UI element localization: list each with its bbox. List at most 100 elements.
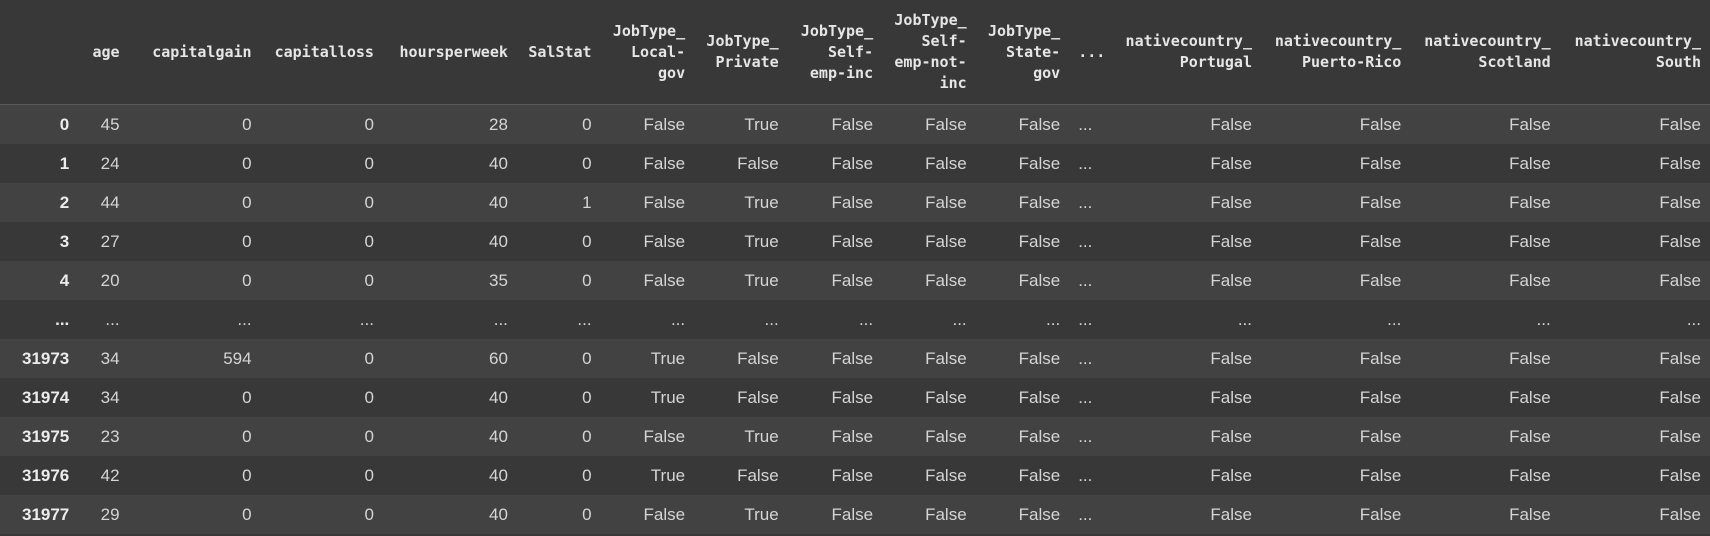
table-cell: 0: [364, 114, 374, 134]
table-cell: False: [831, 270, 874, 290]
column-header-hoursperweek: hoursperweek: [382, 0, 517, 105]
table-cell: False: [1509, 192, 1551, 212]
column-header-nativecountry-south: nativecountry_ South: [1559, 0, 1710, 105]
column-header-nativecountry-portugal: nativecountry_ Portugal: [1114, 0, 1261, 105]
table-cell: False: [1659, 270, 1701, 290]
table-cell: ...: [1686, 309, 1701, 329]
table-cell: False: [1210, 231, 1252, 251]
table-cell: 0: [582, 153, 592, 173]
table-cell: False: [925, 465, 967, 485]
table-cell: False: [643, 270, 686, 290]
column-header-jobtype-state-gov: JobType_ State- gov: [975, 0, 1070, 105]
table-cell: False: [1359, 153, 1402, 173]
index-header: [0, 0, 79, 105]
table-cell: 42: [100, 465, 120, 485]
row-index-cell: 31976: [21, 465, 70, 485]
table-cell: False: [831, 348, 874, 368]
table-cell: False: [737, 153, 779, 173]
table-cell: 1: [582, 192, 592, 212]
table-cell: 0: [582, 270, 592, 290]
table-cell: True: [744, 426, 779, 446]
table-cell: 40: [488, 426, 508, 446]
table-cell: True: [650, 348, 686, 368]
table-cell: False: [1018, 114, 1061, 134]
table-cell: 0: [242, 387, 252, 407]
column-header-jobtype-local-gov: JobType_ Local- gov: [600, 0, 695, 105]
table-cell: False: [1659, 153, 1701, 173]
table-cell: 0: [364, 387, 374, 407]
table-cell: False: [737, 348, 779, 368]
ellipsis-cell: ...: [1078, 153, 1093, 173]
table-cell: False: [643, 426, 686, 446]
table-cell: 0: [242, 270, 252, 290]
row-index-cell: 4: [59, 270, 70, 290]
table-cell: 40: [488, 465, 508, 485]
table-cell: 40: [488, 231, 508, 251]
table-cell: False: [1018, 426, 1061, 446]
table-cell: 60: [488, 348, 508, 368]
column-header-nativecountry-puerto-rico: nativecountry_ Puerto-Rico: [1260, 0, 1411, 105]
table-cell: False: [1018, 270, 1061, 290]
table-cell: True: [744, 270, 779, 290]
table-cell: False: [1509, 465, 1551, 485]
table-cell: False: [1659, 387, 1701, 407]
table-cell: 594: [223, 348, 252, 368]
table-cell: False: [831, 387, 874, 407]
table-cell: False: [1210, 504, 1252, 524]
table-cell: ...: [359, 309, 374, 329]
table-cell: 34: [100, 387, 120, 407]
row-index-cell: 2: [59, 192, 70, 212]
table-cell: False: [1018, 465, 1061, 485]
table-cell: False: [643, 114, 686, 134]
table-cell: False: [1210, 426, 1252, 446]
table-cell: False: [1509, 114, 1551, 134]
table-cell: ...: [764, 309, 779, 329]
table-cell: ...: [858, 309, 874, 329]
table-cell: False: [1210, 270, 1252, 290]
table-cell: 40: [488, 504, 508, 524]
table-cell: 35: [488, 270, 508, 290]
row-index-cell: 31974: [21, 387, 70, 407]
table-cell: 44: [100, 192, 120, 212]
table-cell: False: [1509, 348, 1551, 368]
table-cell: ...: [105, 309, 120, 329]
table-cell: False: [1509, 426, 1551, 446]
table-cell: 0: [364, 426, 374, 446]
table-cell: ...: [1536, 309, 1551, 329]
ellipsis-cell: ...: [1078, 426, 1093, 446]
table-cell: False: [643, 504, 686, 524]
table-cell: False: [831, 192, 874, 212]
table-cell: 0: [242, 192, 252, 212]
table-cell: False: [1359, 270, 1402, 290]
table-cell: False: [1359, 192, 1402, 212]
table-cell: 40: [488, 153, 508, 173]
table-cell: False: [1359, 465, 1402, 485]
row-index-cell: 31975: [21, 426, 70, 446]
table-cell: False: [925, 153, 967, 173]
table-cell: False: [1359, 387, 1402, 407]
table-cell: 20: [100, 270, 120, 290]
table-cell: False: [1659, 504, 1701, 524]
table-cell: False: [831, 231, 874, 251]
ellipsis-cell: ...: [1078, 309, 1093, 329]
table-cell: ...: [577, 309, 592, 329]
ellipsis-cell: ...: [1078, 231, 1093, 251]
column-header-jobtype-private: JobType_ Private: [694, 0, 788, 105]
table-cell: 0: [582, 426, 592, 446]
table-cell: False: [1659, 465, 1701, 485]
table-cell: False: [1359, 348, 1402, 368]
ellipsis-cell: ...: [1078, 270, 1093, 290]
table-cell: False: [925, 426, 967, 446]
table-cell: ...: [1046, 309, 1061, 329]
column-header-age: age: [78, 0, 129, 105]
ellipsis-cell: ...: [1078, 465, 1093, 485]
row-index-cell: 3: [59, 231, 70, 251]
